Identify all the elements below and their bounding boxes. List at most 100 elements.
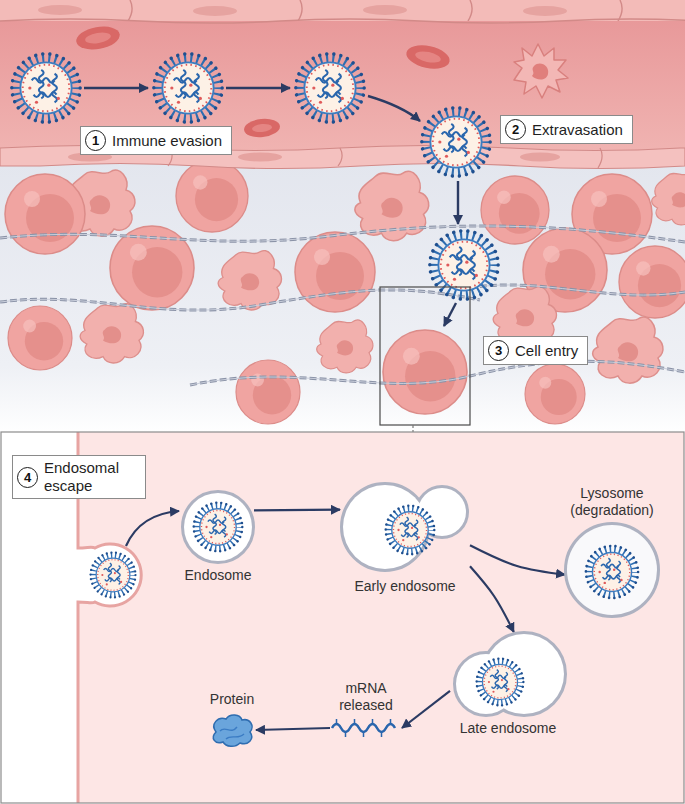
blood-vessel bbox=[0, 19, 685, 23]
tissue bbox=[525, 364, 585, 424]
endosome-vesicle bbox=[182, 491, 254, 563]
blood-vessel bbox=[520, 153, 560, 162]
zoom-frame bbox=[380, 287, 470, 425]
protein-blob bbox=[213, 715, 252, 746]
protein-blob: Protein bbox=[208, 712, 256, 748]
zoom-panel bbox=[1, 432, 684, 803]
flow-arrow bbox=[470, 566, 514, 632]
nanoparticle-path bbox=[457, 181, 459, 224]
tissue bbox=[5, 174, 85, 254]
nanoparticle-path bbox=[430, 231, 498, 299]
blood-cell bbox=[404, 42, 452, 73]
part-label: Endosome bbox=[185, 567, 252, 584]
flow-arrow bbox=[402, 691, 450, 728]
zoom-panel bbox=[91, 553, 136, 598]
lysosome-vesicle bbox=[565, 523, 659, 617]
nanoparticle-path bbox=[154, 54, 222, 122]
callout-number: 2 bbox=[505, 119, 526, 140]
part-label: Lysosome (degradation) bbox=[557, 485, 667, 519]
zoom-panel bbox=[78, 432, 684, 803]
tissue bbox=[236, 360, 300, 424]
vesicle-membrane bbox=[184, 493, 252, 561]
vesicle-membrane bbox=[567, 525, 657, 615]
zoom-panel bbox=[126, 511, 179, 546]
tissue bbox=[481, 176, 549, 244]
collagen-fiber bbox=[190, 361, 685, 385]
tissue bbox=[176, 160, 248, 232]
collagen-fiber bbox=[0, 226, 685, 242]
tissue bbox=[8, 306, 72, 370]
nanoparticle-path bbox=[12, 54, 80, 122]
mrna-strand: mRNA released bbox=[330, 718, 402, 738]
tissue bbox=[317, 320, 373, 373]
nanoparticle-path bbox=[422, 108, 490, 176]
blood-vessel bbox=[523, 6, 567, 16]
step-label: Extravasation bbox=[532, 121, 623, 139]
part-label: Early endosome bbox=[354, 578, 455, 595]
mrna-base bbox=[337, 719, 391, 737]
vesicle-lumen bbox=[567, 525, 657, 615]
collagen-fiber bbox=[0, 290, 480, 310]
nanoparticle-path bbox=[84, 87, 148, 89]
blood-cell bbox=[414, 49, 442, 64]
collagen-fiber bbox=[0, 226, 685, 242]
blood-cell bbox=[514, 44, 568, 98]
part-label: mRNA released bbox=[326, 680, 406, 714]
collagen-fiber bbox=[190, 361, 685, 385]
endosome-vesicle: Late endosome bbox=[450, 632, 566, 716]
tissue bbox=[593, 317, 663, 383]
endosome-vesicle: Early endosome bbox=[340, 478, 470, 574]
callout-number: 4 bbox=[17, 467, 38, 488]
blood-vessel bbox=[363, 5, 407, 15]
nanoparticle-path bbox=[296, 54, 364, 122]
blood-cell bbox=[404, 42, 452, 73]
flow-arrow bbox=[470, 545, 565, 575]
zoom-panel bbox=[1, 432, 684, 803]
tissue bbox=[0, 160, 685, 434]
step-tag: 1 Immune evasion bbox=[80, 126, 232, 155]
tissue bbox=[295, 232, 375, 312]
step-tag: 4 Endosomal escape bbox=[12, 455, 146, 499]
blood-cell bbox=[74, 23, 121, 52]
blood-cell bbox=[243, 117, 281, 139]
collagen-fiber bbox=[0, 226, 685, 385]
lipid-nanoparticle bbox=[386, 506, 435, 555]
blood-cell bbox=[74, 23, 121, 52]
step-tag: 3Cell entry bbox=[483, 336, 588, 365]
tissue bbox=[218, 251, 281, 310]
protein-blob bbox=[208, 712, 256, 748]
blood-vessel bbox=[168, 148, 602, 168]
zoom-frame bbox=[412, 425, 413, 432]
blood-vessel bbox=[38, 5, 82, 15]
blood-cell bbox=[532, 64, 548, 80]
blood-vessel bbox=[128, 0, 622, 21]
tissue bbox=[80, 304, 143, 363]
step-tag: 2 Extravasation bbox=[500, 115, 633, 144]
blood-vessel bbox=[238, 153, 282, 162]
callout-number: 1 bbox=[85, 130, 106, 151]
blood-cell bbox=[243, 117, 281, 139]
vesicle-lumen bbox=[184, 493, 252, 561]
part-label: Late endosome bbox=[460, 720, 557, 737]
nanoparticle-path bbox=[226, 87, 290, 89]
flow-arrow bbox=[256, 728, 330, 730]
tissue bbox=[0, 160, 685, 434]
flow-arrow bbox=[254, 509, 340, 512]
tissue bbox=[619, 246, 685, 318]
blood-vessel bbox=[193, 6, 237, 16]
mrna-strand bbox=[330, 718, 402, 738]
endosome-vesicle bbox=[450, 632, 566, 716]
collagen-fiber bbox=[470, 285, 685, 295]
lipid-nanoparticle bbox=[586, 546, 638, 598]
mrna-strand bbox=[332, 724, 395, 732]
step-label: Immune evasion bbox=[112, 132, 222, 150]
lipid-nanoparticle bbox=[194, 503, 243, 552]
collagen-fiber bbox=[470, 285, 685, 295]
step-label: Endosomal escape bbox=[44, 459, 136, 495]
nanoparticle-path bbox=[444, 303, 456, 326]
blood-cell bbox=[74, 23, 568, 138]
nanoparticle-path bbox=[12, 54, 498, 326]
callout-number: 3 bbox=[488, 340, 509, 361]
